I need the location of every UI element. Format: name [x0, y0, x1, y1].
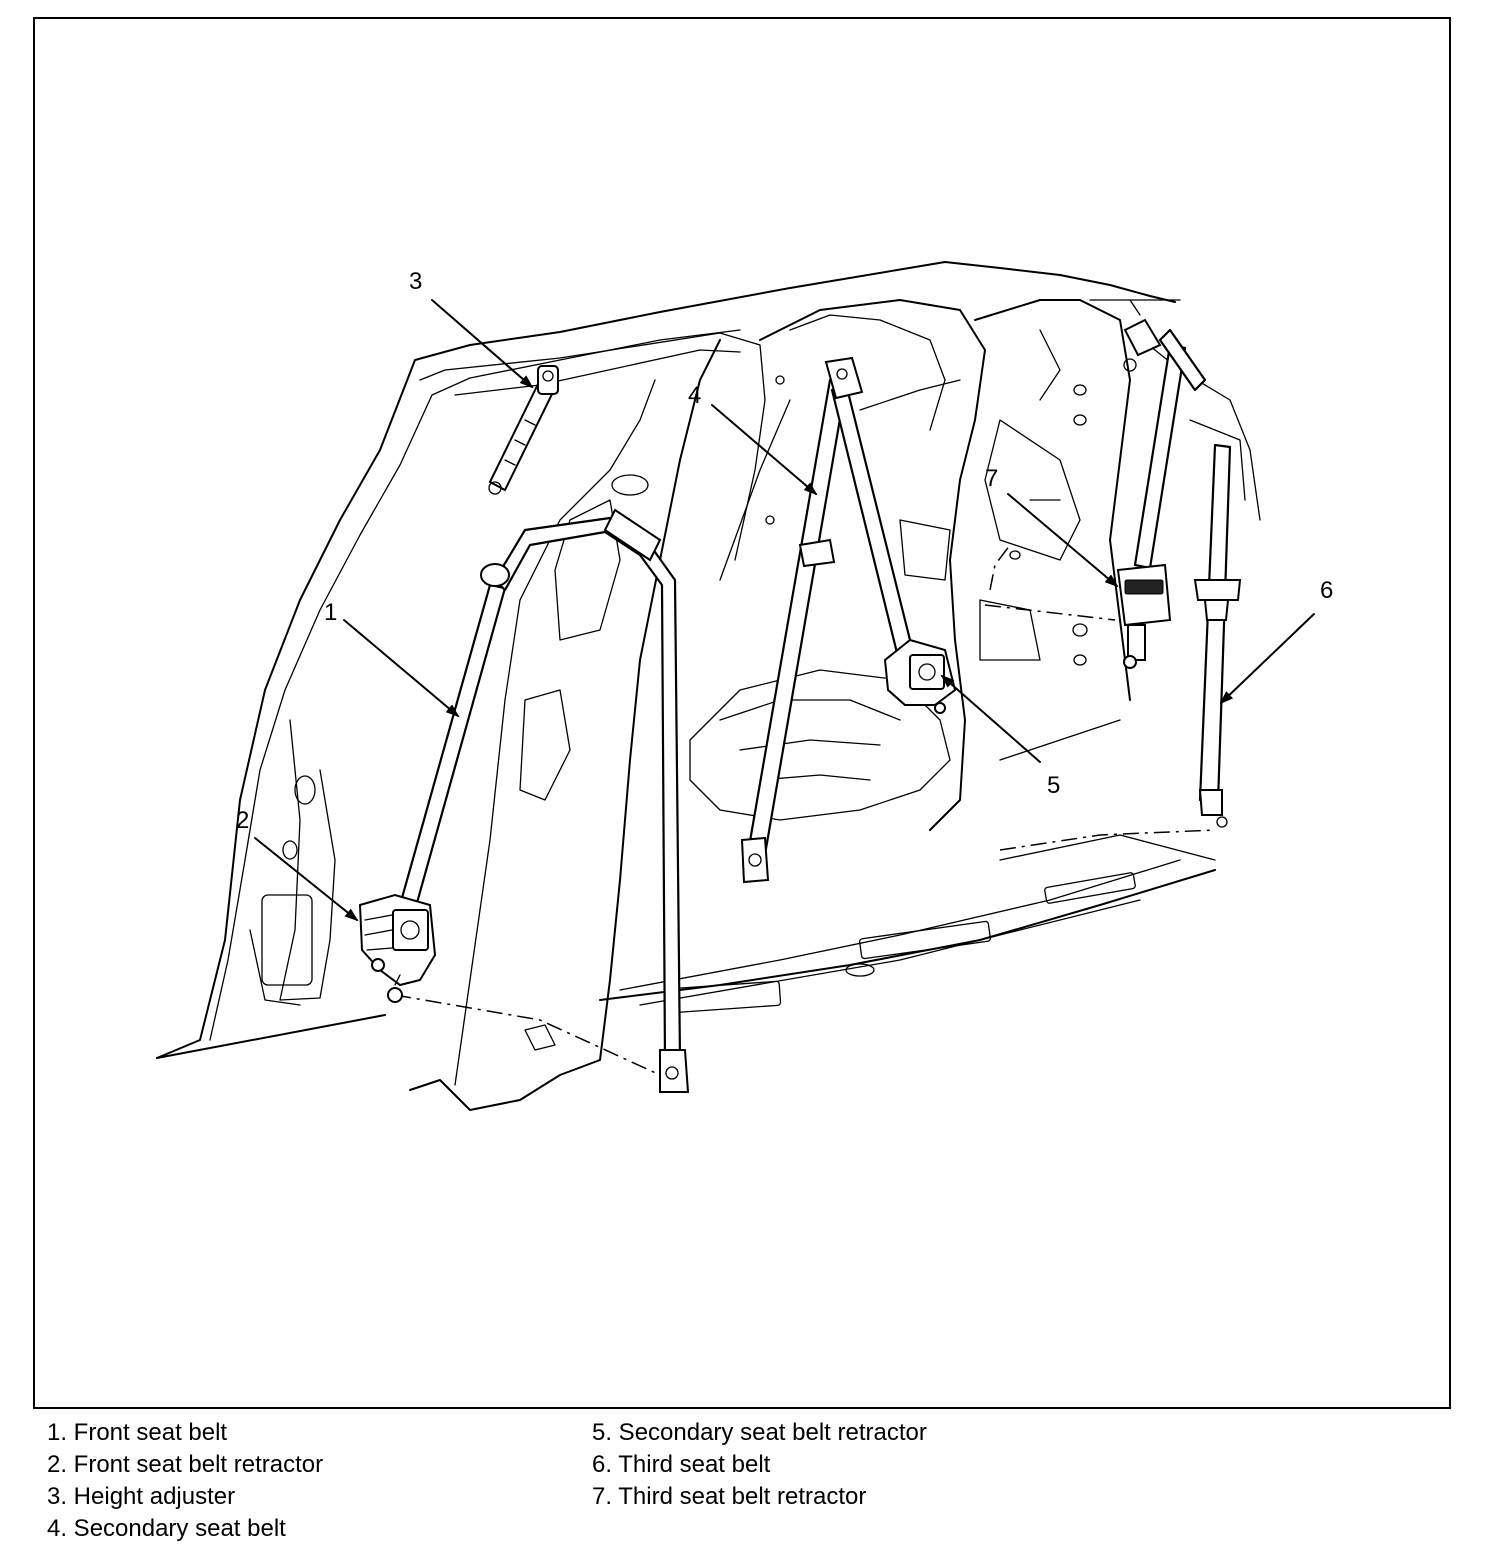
- callout-4: 4: [688, 382, 701, 409]
- legend-item: 1. Front seat belt: [47, 1419, 228, 1446]
- third-seat-belt-retractor: [1116, 299, 1207, 669]
- height-adjuster: [488, 365, 559, 495]
- front-seat-belt-retractor: [358, 893, 437, 1003]
- callout-1: 1: [324, 599, 337, 626]
- callout-leaders: [254, 299, 1315, 922]
- leader-7: [1007, 493, 1119, 588]
- legend-item: 5. Secondary seat belt retractor: [592, 1419, 927, 1446]
- vehicle-body-outline: [156, 261, 1261, 1111]
- third-seat-belt: [1193, 443, 1242, 828]
- leader-2: [254, 837, 359, 922]
- legend-item: 6. Third seat belt: [592, 1451, 771, 1478]
- callout-labels: 1 2 3 4 5 6 7: [236, 268, 1333, 834]
- mounting-reference-lines: [394, 544, 1216, 1076]
- leader-6: [1219, 613, 1315, 705]
- legend-item: 4. Secondary seat belt: [47, 1515, 286, 1542]
- legend-column-right: 5. Secondary seat belt retractor 6. Thir…: [592, 1417, 927, 1513]
- legend: 1. Front seat belt 2. Front seat belt re…: [47, 1417, 1447, 1547]
- callout-2: 2: [236, 807, 249, 834]
- callout-3: 3: [409, 268, 422, 295]
- legend-column-left: 1. Front seat belt 2. Front seat belt re…: [47, 1417, 323, 1545]
- callout-5: 5: [1047, 772, 1060, 799]
- leader-1: [343, 619, 460, 718]
- leader-5: [940, 674, 1041, 763]
- front-seat-belt: [398, 508, 690, 1093]
- leader-3: [431, 299, 534, 389]
- leader-4: [711, 404, 818, 496]
- callout-6: 6: [1320, 577, 1333, 604]
- secondary-seat-belt-retractor: [883, 638, 957, 714]
- seat-belt-diagram: 1 2 3 4 5 6 7: [156, 261, 1333, 1111]
- callout-7: 7: [985, 465, 998, 492]
- legend-item: 2. Front seat belt retractor: [47, 1451, 324, 1478]
- legend-item: 7. Third seat belt retractor: [592, 1483, 867, 1510]
- secondary-seat-belt: [740, 356, 917, 884]
- legend-item: 3. Height adjuster: [47, 1483, 236, 1510]
